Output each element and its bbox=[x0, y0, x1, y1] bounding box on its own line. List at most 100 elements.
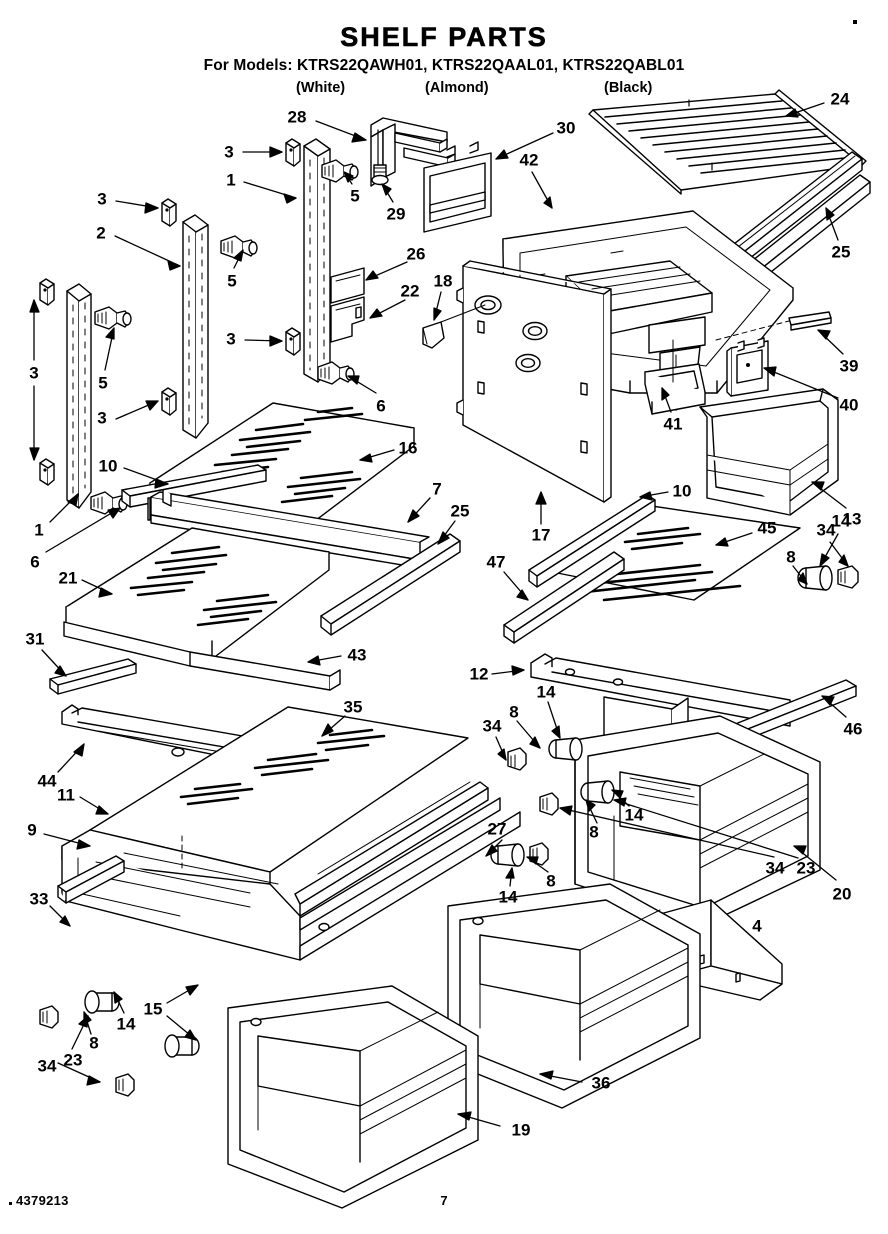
page-footer: 4379213 7 bbox=[0, 1193, 888, 1217]
roller-hardware-center-b bbox=[539, 780, 615, 816]
callout-number: 5 bbox=[98, 373, 108, 393]
callout-number: 20 bbox=[832, 884, 852, 904]
callout-number: 8 bbox=[786, 547, 796, 567]
callout-number: 1 bbox=[34, 520, 44, 540]
callout-number: 25 bbox=[450, 501, 470, 521]
model-list: For Models: KTRS22QAWH01, KTRS22QAAL01, … bbox=[203, 57, 685, 74]
callout-number: 8 bbox=[509, 702, 519, 722]
callout-number: 34 bbox=[816, 520, 836, 540]
callout-number: 3 bbox=[97, 408, 107, 428]
callout-number: 44 bbox=[37, 771, 57, 791]
callout-number: 14 bbox=[536, 682, 556, 702]
callout-number: 3 bbox=[224, 142, 234, 162]
callout-number: 6 bbox=[30, 552, 40, 572]
page-header: SHELF PARTS For Models: KTRS22QAWH01, KT… bbox=[0, 22, 888, 98]
callout-number: 13 bbox=[842, 509, 862, 529]
callout-number: 19 bbox=[511, 1120, 531, 1140]
bracket-40 bbox=[726, 337, 769, 397]
wire-rack-24 bbox=[588, 89, 867, 195]
shelf-rail-47 bbox=[503, 551, 625, 644]
callout-number: 3 bbox=[226, 329, 236, 349]
callout-number: 8 bbox=[89, 1033, 99, 1053]
shelf-clip-26 bbox=[330, 267, 365, 304]
callout-number: 16 bbox=[398, 438, 418, 458]
roller-hardware-center-a bbox=[507, 737, 583, 771]
door-bin-13 bbox=[699, 388, 839, 516]
callout-number: 10 bbox=[672, 481, 692, 501]
callout-number: 23 bbox=[63, 1050, 83, 1070]
meat-pan-20 bbox=[574, 715, 821, 927]
shelf-clip-22 bbox=[330, 296, 365, 343]
callout-number: 46 bbox=[843, 719, 863, 739]
page-number: 7 bbox=[440, 1193, 448, 1208]
footer-dot bbox=[9, 1202, 12, 1205]
shelf-rail-31 bbox=[49, 658, 137, 695]
callout-number: 14 bbox=[116, 1014, 136, 1034]
callout-number: 29 bbox=[386, 204, 406, 224]
color-variant-black: (Black) bbox=[604, 79, 653, 96]
callout-number: 10 bbox=[98, 456, 118, 476]
callout-number: 25 bbox=[831, 242, 851, 262]
shelf-rail-25-left bbox=[320, 533, 461, 636]
callout-number: 9 bbox=[27, 820, 37, 840]
crisper-drawer-36 bbox=[447, 883, 701, 1109]
callout-number: 22 bbox=[400, 281, 420, 301]
color-variant-almond: (Almond) bbox=[425, 79, 489, 96]
callout-number: 5 bbox=[227, 271, 237, 291]
shelf-assembly-9 bbox=[61, 781, 521, 961]
callout-number: 8 bbox=[546, 871, 556, 891]
callout-number: 17 bbox=[531, 525, 551, 545]
callout-number: 12 bbox=[469, 664, 489, 684]
callout-number: 30 bbox=[556, 118, 576, 138]
roller-hardware-bl-a bbox=[39, 990, 120, 1029]
publication-number: 4379213 bbox=[16, 1193, 69, 1208]
color-variant-row: (White) (Almond) (Black) bbox=[0, 80, 888, 98]
shelf-ladder-rail-3 bbox=[66, 283, 92, 509]
shelf-rail-10-right bbox=[528, 494, 656, 588]
callout-number: 39 bbox=[839, 356, 859, 376]
callout-number: 23 bbox=[796, 858, 816, 878]
callout-number: 18 bbox=[433, 271, 453, 291]
page-title: SHELF PARTS bbox=[340, 22, 548, 52]
callout-number: 42 bbox=[519, 150, 539, 170]
rail-clip-group bbox=[39, 138, 301, 486]
roller-hardware-right bbox=[797, 565, 859, 591]
callout-number: 3 bbox=[29, 363, 39, 383]
leader-lines bbox=[29, 102, 849, 1127]
callout-number: 31 bbox=[25, 629, 45, 649]
callout-number: 7 bbox=[432, 479, 442, 499]
crisper-drawer-19 bbox=[227, 985, 479, 1209]
callout-number: 1 bbox=[226, 170, 236, 190]
callout-number: 14 bbox=[498, 887, 518, 907]
rail-39 bbox=[715, 311, 832, 341]
callout-number: 34 bbox=[37, 1056, 57, 1076]
callout-number: 14 bbox=[624, 805, 644, 825]
screw-29 bbox=[371, 129, 389, 186]
callout-number: 3 bbox=[97, 189, 107, 209]
callout-number: 24 bbox=[830, 89, 850, 109]
callout-number: 33 bbox=[29, 889, 49, 909]
shelf-ladder-rail-2 bbox=[182, 214, 209, 439]
callout-number: 11 bbox=[57, 785, 75, 805]
callout-number: 43 bbox=[347, 645, 367, 665]
screw-group-left bbox=[94, 306, 132, 330]
screw-group-6a bbox=[317, 361, 355, 385]
callout-number: 21 bbox=[58, 568, 78, 588]
screw-group-upper bbox=[321, 159, 359, 183]
screw-group-mid bbox=[220, 235, 258, 259]
callout-number: 35 bbox=[343, 697, 363, 717]
shelf-rail-33 bbox=[57, 835, 183, 904]
roller-hardware-center-c bbox=[490, 842, 549, 867]
callout-number: 34 bbox=[482, 716, 502, 736]
callout-number: 8 bbox=[589, 822, 599, 842]
callout-number: 5 bbox=[350, 186, 360, 206]
shelf-frame-7 bbox=[147, 489, 430, 569]
cap-18 bbox=[422, 304, 486, 349]
color-variant-white: (White) bbox=[296, 79, 346, 96]
callout-number: 6 bbox=[376, 396, 386, 416]
callout-number: 27 bbox=[487, 819, 507, 839]
callout-number: 15 bbox=[143, 999, 163, 1019]
glass-shelf-11 bbox=[89, 706, 469, 873]
